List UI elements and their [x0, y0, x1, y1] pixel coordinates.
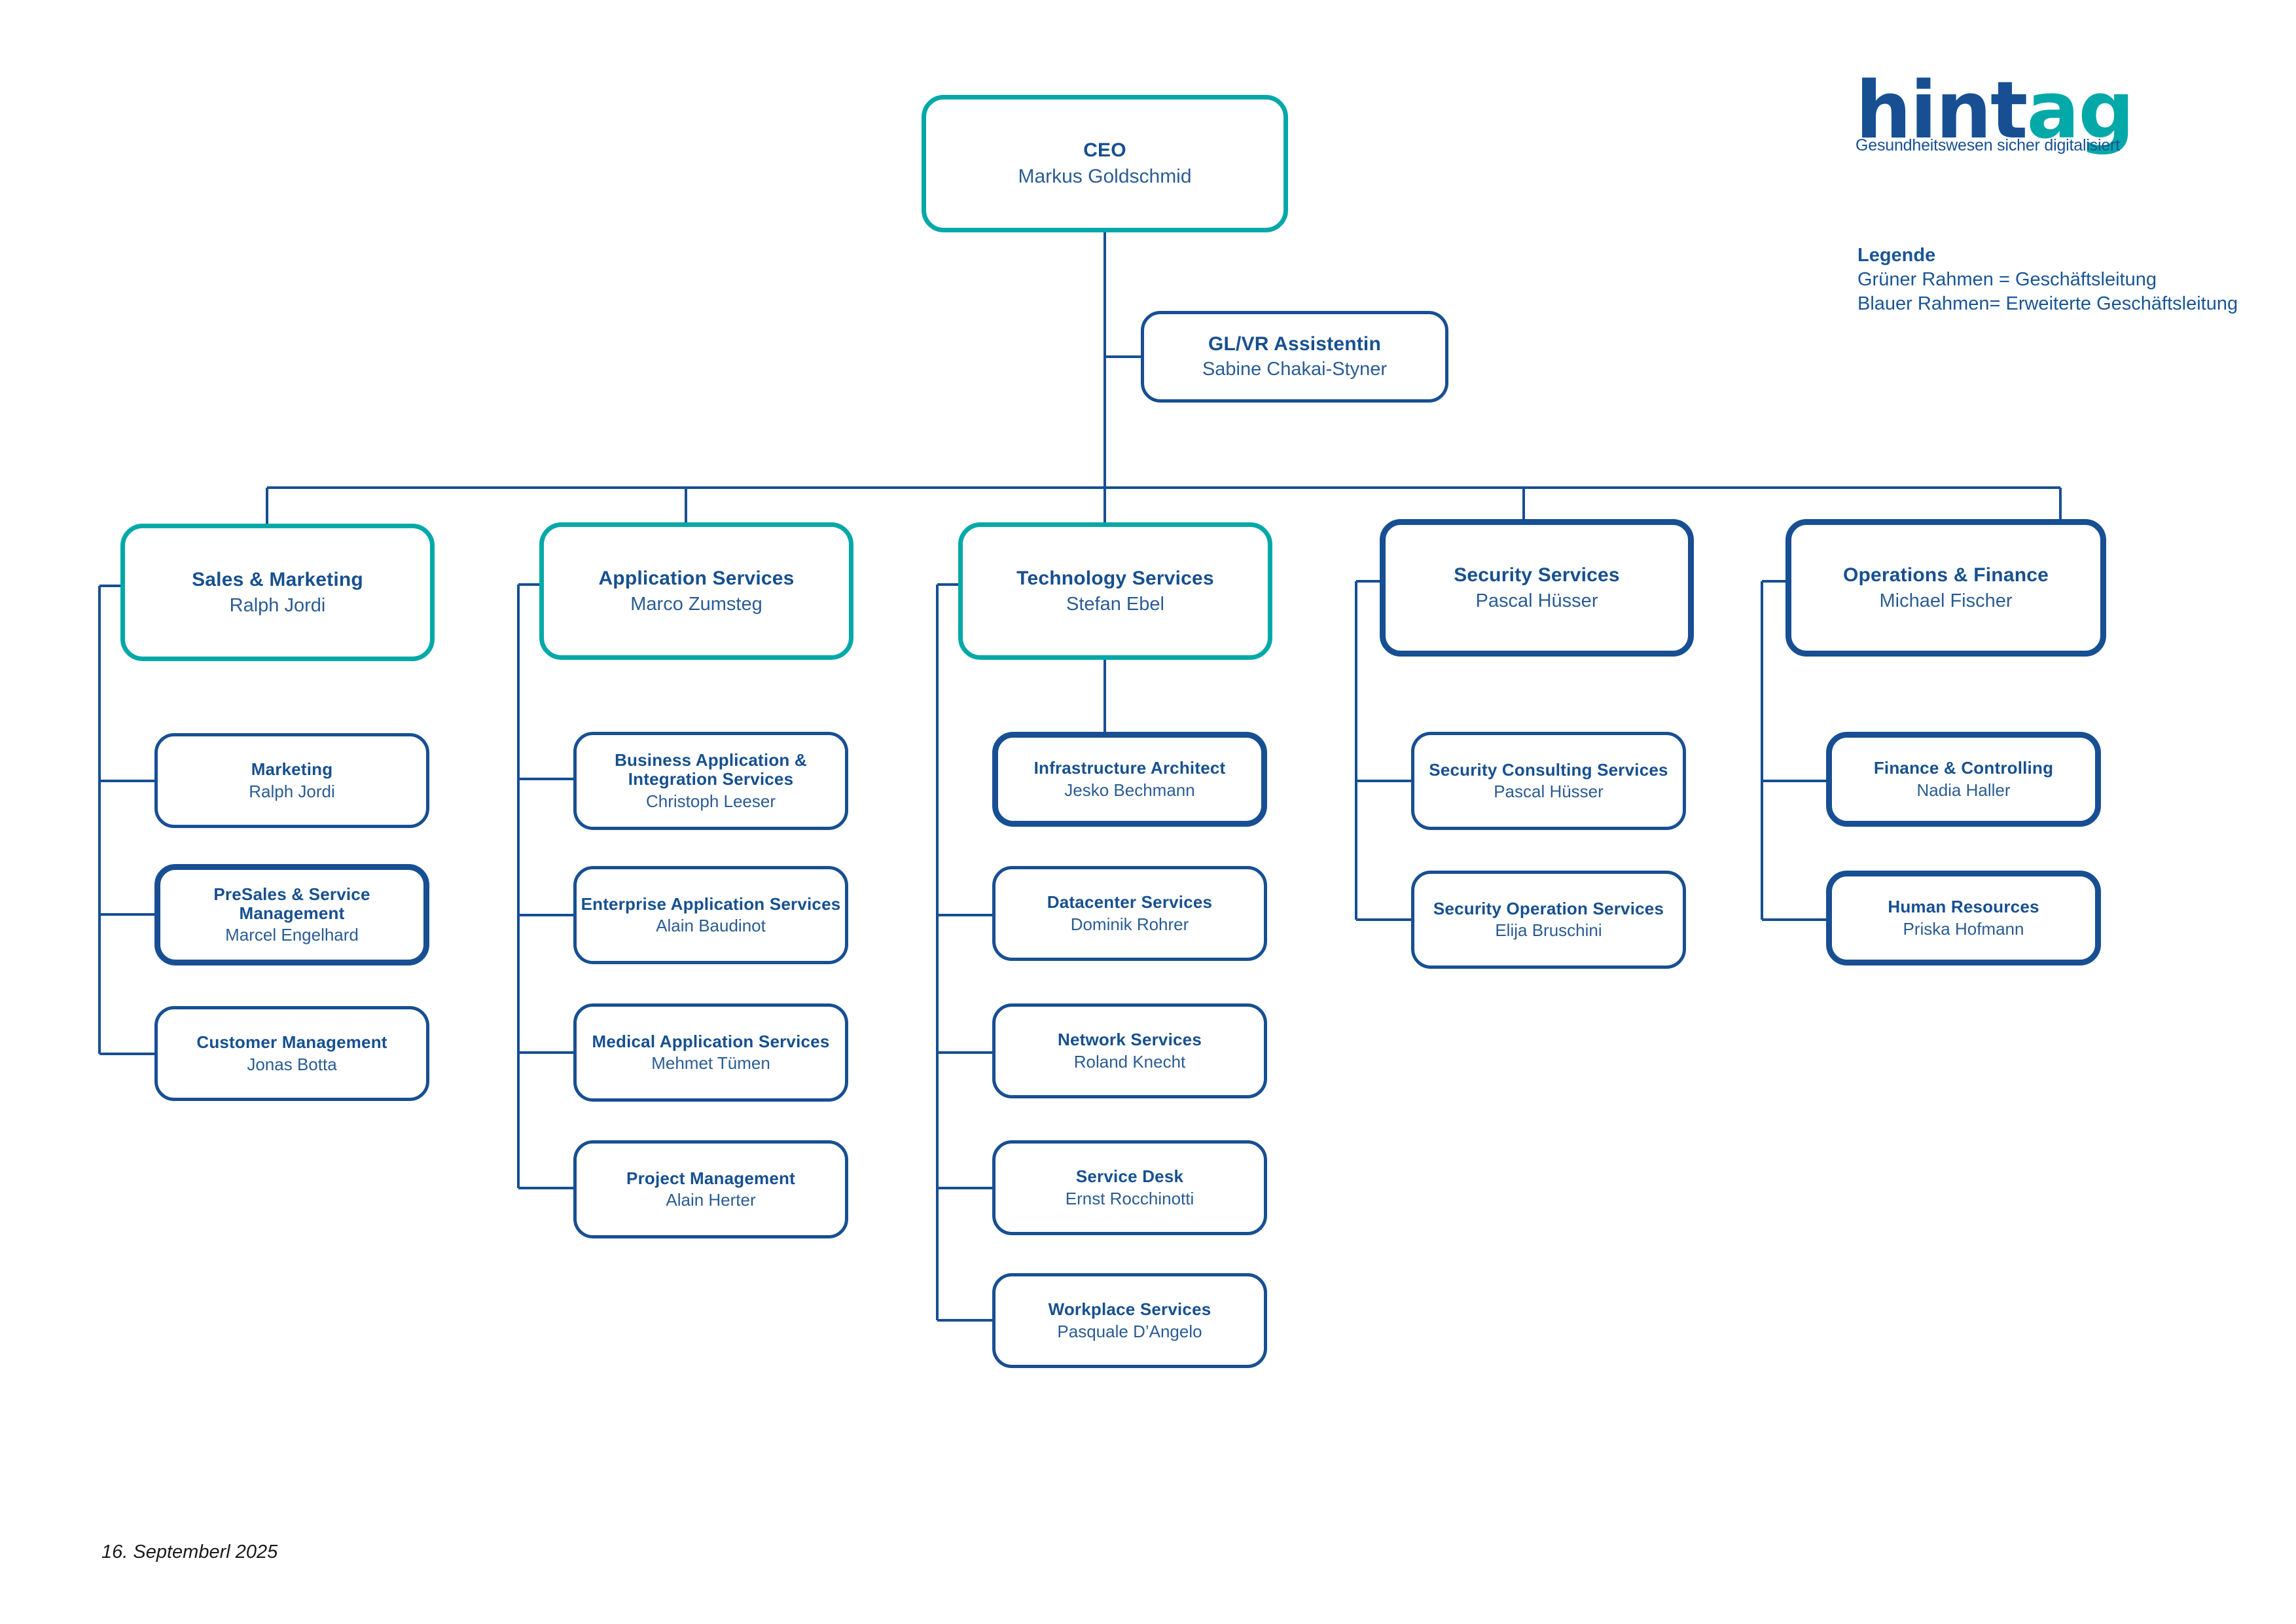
- node-role: CEO: [1083, 139, 1126, 162]
- node-person: Christoph Leeser: [646, 791, 776, 811]
- node-person: Pascal Hüsser: [1475, 590, 1598, 611]
- node-project-management[interactable]: Project Management Alain Herter: [573, 1140, 848, 1238]
- node-person: Michael Fischer: [1879, 590, 2013, 611]
- logo-text-ag: ag: [2026, 65, 2134, 156]
- node-technology-services[interactable]: Technology Services Stefan Ebel: [958, 522, 1272, 660]
- node-finance-controlling[interactable]: Finance & Controlling Nadia Haller: [1826, 732, 2101, 827]
- node-role: Marketing: [251, 759, 333, 780]
- node-business-application-integration-services[interactable]: Business Application & Integration Servi…: [573, 732, 848, 830]
- node-gl-vr-assistentin[interactable]: GL/VR Assistentin Sabine Chakai-Styner: [1141, 311, 1448, 403]
- node-person: Alain Baudinot: [656, 916, 766, 935]
- node-person: Elija Bruschini: [1495, 920, 1602, 940]
- node-role: Sales & Marketing: [192, 568, 363, 590]
- node-service-desk[interactable]: Service Desk Ernst Rocchinotti: [992, 1140, 1267, 1235]
- node-person: Jonas Botta: [247, 1054, 337, 1074]
- node-role: Service Desk: [1075, 1166, 1184, 1187]
- node-customer-management[interactable]: Customer Management Jonas Botta: [154, 1006, 429, 1101]
- node-role: Security Consulting Services: [1429, 759, 1668, 780]
- node-person: Dominik Rohrer: [1070, 914, 1189, 934]
- node-operations-finance[interactable]: Operations & Finance Michael Fischer: [1785, 519, 2106, 657]
- node-role: Business Application & Integration Servi…: [615, 750, 807, 789]
- legend: Legende Grüner Rahmen = Geschäftsleitung…: [1857, 244, 2238, 316]
- node-role: Security Operation Services: [1433, 898, 1664, 918]
- node-role: Infrastructure Architect: [1033, 758, 1226, 778]
- node-infrastructure-architect[interactable]: Infrastructure Architect Jesko Bechmann: [992, 732, 1267, 827]
- node-ceo[interactable]: CEO Markus Goldschmid: [922, 95, 1288, 232]
- node-person: Ralph Jordi: [249, 781, 335, 801]
- node-role: Project Management: [626, 1168, 795, 1188]
- node-enterprise-application-services[interactable]: Enterprise Application Services Alain Ba…: [573, 866, 848, 964]
- node-person: Ernst Rocchinotti: [1065, 1188, 1194, 1208]
- node-role: Technology Services: [1016, 567, 1214, 589]
- node-role: Medical Application Services: [592, 1031, 830, 1051]
- node-presales-service-management[interactable]: PreSales & Service Management Marcel Eng…: [154, 864, 429, 965]
- node-security-consulting-services[interactable]: Security Consulting Services Pascal Hüss…: [1411, 732, 1686, 830]
- logo-wordmark: hintag: [1856, 72, 2170, 151]
- node-role: Datacenter Services: [1047, 892, 1213, 912]
- node-application-services[interactable]: Application Services Marco Zumsteg: [539, 522, 853, 660]
- node-marketing[interactable]: Marketing Ralph Jordi: [154, 733, 429, 828]
- node-person: Markus Goldschmid: [1018, 166, 1192, 187]
- logo-tagline: Gesundheitswesen sicher digitalisiert: [1856, 136, 2120, 154]
- legend-title: Legende: [1857, 245, 1936, 266]
- node-person: Alain Herter: [666, 1190, 756, 1210]
- node-person: Nadia Haller: [1916, 780, 2011, 800]
- node-person: Marcel Engelhard: [225, 925, 359, 945]
- node-role: Human Resources: [1888, 897, 2039, 917]
- node-person: Sabine Chakai-Styner: [1202, 359, 1388, 380]
- legend-blue-line: Blauer Rahmen= Erweiterte Geschäftsleitu…: [1857, 293, 2238, 315]
- node-role: GL/VR Assistentin: [1208, 333, 1381, 355]
- logo-text-hint: hint: [1856, 65, 2028, 156]
- node-sales-marketing[interactable]: Sales & Marketing Ralph Jordi: [120, 524, 435, 661]
- footer-date: 16. Septemberl 2025: [101, 1542, 278, 1562]
- legend-green-line: Grüner Rahmen = Geschäftsleitung: [1857, 269, 2157, 291]
- node-role: Finance & Controlling: [1873, 758, 2054, 778]
- node-medical-application-services[interactable]: Medical Application Services Mehmet Tüme…: [573, 1003, 848, 1102]
- node-role: Workplace Services: [1048, 1299, 1211, 1320]
- node-person: Pascal Hüsser: [1494, 782, 1604, 801]
- node-role: Customer Management: [196, 1032, 387, 1053]
- node-role: Enterprise Application Services: [581, 893, 841, 914]
- node-security-services[interactable]: Security Services Pascal Hüsser: [1380, 519, 1694, 657]
- node-role: Network Services: [1058, 1030, 1202, 1050]
- node-role: Operations & Finance: [1842, 564, 2049, 586]
- node-person: Priska Hofmann: [1903, 918, 2024, 939]
- node-role: Security Services: [1454, 564, 1620, 586]
- node-datacenter-services[interactable]: Datacenter Services Dominik Rohrer: [992, 866, 1267, 961]
- node-role: PreSales & Service Management: [213, 884, 370, 923]
- company-logo: hintag Gesundheitswesen sicher digitalis…: [1856, 72, 2170, 187]
- node-person: Marco Zumsteg: [630, 593, 762, 615]
- node-person: Ralph Jordi: [229, 594, 326, 616]
- node-network-services[interactable]: Network Services Roland Knecht: [992, 1003, 1267, 1098]
- node-security-operation-services[interactable]: Security Operation Services Elija Brusch…: [1411, 871, 1686, 969]
- node-person: Mehmet Tümen: [651, 1053, 770, 1073]
- node-person: Stefan Ebel: [1066, 593, 1164, 615]
- node-workplace-services[interactable]: Workplace Services Pasquale D’Angelo: [992, 1273, 1267, 1368]
- node-role: Application Services: [598, 567, 795, 589]
- node-person: Jesko Bechmann: [1064, 780, 1195, 800]
- node-person: Pasquale D’Angelo: [1057, 1321, 1202, 1341]
- node-person: Roland Knecht: [1073, 1051, 1186, 1072]
- node-human-resources[interactable]: Human Resources Priska Hofmann: [1826, 871, 2101, 965]
